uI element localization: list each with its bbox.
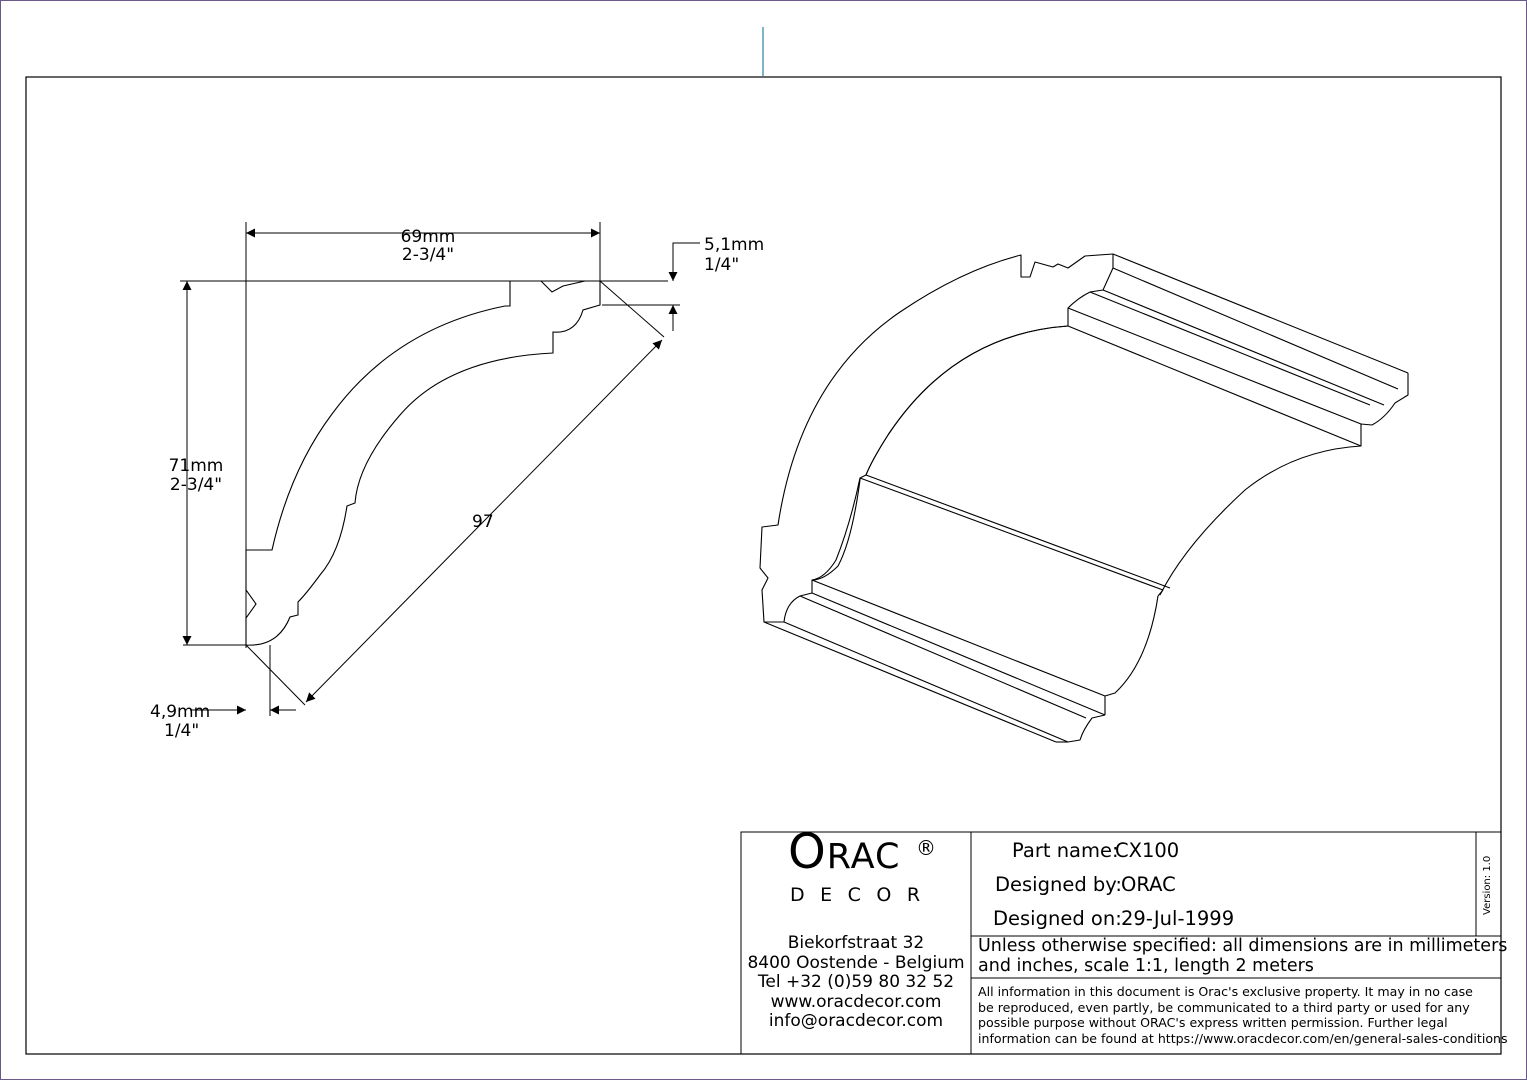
drawing-frame [25, 76, 1502, 1055]
address-tel: Tel +32 (0)59 80 32 52 [757, 972, 955, 992]
decor-logo-subtitle: DECOR [790, 884, 936, 906]
orac-logo-wordmark: ORAC [788, 824, 901, 880]
spec-note-line-1: Unless otherwise specified: all dimensio… [978, 936, 1508, 956]
legal-note-line-2: be reproduced, even partly, be communica… [978, 1000, 1470, 1015]
address-city: 8400 Oostende - Belgium [747, 953, 965, 973]
dim-bottom-return-mm: 4,9mm [150, 702, 210, 722]
dim-width-mm: 69mm [401, 227, 456, 247]
dim-top-return-mm: 5,1mm [704, 235, 764, 255]
isometric-view [759, 253, 1409, 743]
profile-section [245, 280, 601, 646]
dim-height-mm: 71mm [169, 456, 224, 476]
part-name-value: CX100 [1115, 839, 1180, 862]
address-web[interactable]: www.oracdecor.com [770, 992, 942, 1012]
title-block-grid [740, 831, 1502, 1055]
address-email[interactable]: info@oracdecor.com [768, 1011, 944, 1031]
dim-top-return-inch: 1/4" [704, 255, 739, 275]
version-label: Version: 1.0 [1482, 855, 1493, 915]
dim-bottom-return-inch: 1/4" [164, 721, 199, 741]
designed-on-value: 29-Jul-1999 [1121, 907, 1235, 930]
legal-note-line-4: information can be found at https://www.… [978, 1031, 1508, 1046]
designed-by-label: Designed by: [995, 873, 1122, 896]
dim-height-inch: 2-3/4" [170, 475, 222, 495]
address-street: Biekorfstraat 32 [787, 933, 925, 953]
legal-note-line-1: All information in this document is Orac… [978, 984, 1473, 999]
profile-outline [245, 280, 601, 646]
registered-mark: ® [916, 836, 936, 860]
dim-width-inch: 2-3/4" [402, 245, 454, 265]
part-name-label: Part name: [1012, 839, 1119, 862]
designed-on-label: Designed on: [993, 907, 1122, 930]
dimension-lines [180, 222, 700, 716]
spec-note-line-2: and inches, scale 1:1, length 2 meters [978, 956, 1314, 976]
legal-note-line-3: possible purpose without ORAC's express … [978, 1015, 1448, 1030]
dim-diagonal: 97 [472, 512, 494, 532]
designed-by-value: ORAC [1121, 873, 1176, 896]
